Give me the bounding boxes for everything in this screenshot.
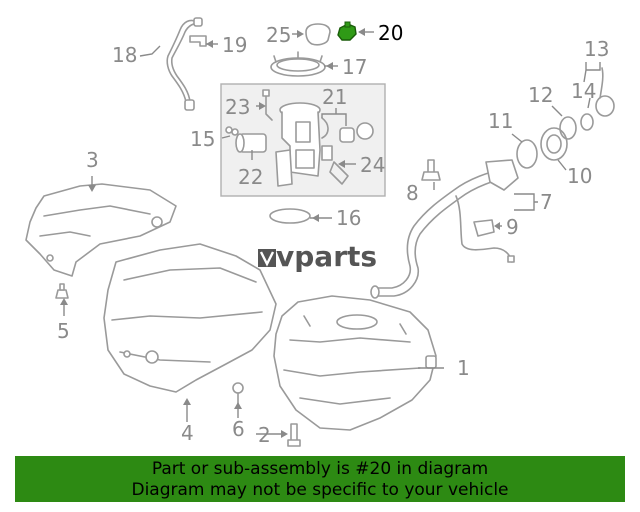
part-clip-5[interactable]: [55, 283, 69, 299]
part-bolt-2[interactable]: [287, 423, 301, 447]
part-vent-line[interactable]: [166, 17, 203, 111]
part-bracket-9[interactable]: [473, 219, 495, 237]
callout-13[interactable]: 13: [584, 37, 609, 61]
callout-2[interactable]: 2: [258, 423, 271, 447]
callout-7[interactable]: 7: [540, 190, 553, 214]
part-fuel-pump-module[interactable]: [275, 102, 321, 187]
banner-line-1: Part or sub-assembly is #20 in diagram: [151, 459, 489, 479]
part-clip-6[interactable]: [232, 382, 244, 405]
callout-20-highlighted[interactable]: 20: [378, 21, 403, 45]
callout-16[interactable]: 16: [336, 206, 361, 230]
vparts-logo-icon: [258, 249, 276, 267]
callout-23[interactable]: 23: [225, 95, 250, 119]
part-sender-24[interactable]: [321, 145, 349, 185]
part-bolt-8[interactable]: [421, 159, 441, 181]
part-pump-wire-23[interactable]: [262, 89, 273, 121]
callout-19[interactable]: 19: [222, 33, 247, 57]
part-lock-ring-17[interactable]: [270, 51, 326, 77]
callout-22[interactable]: 22: [238, 165, 263, 189]
callout-3[interactable]: 3: [86, 148, 99, 172]
callout-9[interactable]: 9: [506, 215, 519, 239]
vparts-watermark: vparts: [258, 240, 377, 273]
callout-18[interactable]: 18: [112, 43, 137, 67]
callout-1[interactable]: 1: [457, 356, 470, 380]
callout-11[interactable]: 11: [488, 109, 513, 133]
part-oring-14[interactable]: [580, 113, 594, 131]
callout-14[interactable]: 14: [571, 79, 596, 103]
info-banner: Part or sub-assembly is #20 in diagram D…: [15, 456, 625, 502]
watermark-text: vparts: [276, 240, 377, 273]
callout-4[interactable]: 4: [181, 421, 194, 445]
part-ring-11[interactable]: [516, 139, 538, 169]
callout-12[interactable]: 12: [528, 83, 553, 107]
callout-6[interactable]: 6: [232, 417, 245, 441]
part-cap-13[interactable]: [595, 67, 615, 117]
part-clip-19[interactable]: [189, 35, 207, 47]
part-pump-22[interactable]: [225, 126, 267, 153]
callout-8[interactable]: 8: [406, 181, 419, 205]
callout-24[interactable]: 24: [360, 153, 385, 177]
banner-line-2: Diagram may not be specific to your vehi…: [131, 480, 509, 500]
callout-17[interactable]: 17: [342, 55, 367, 79]
part-skid-plate-4[interactable]: [103, 243, 277, 393]
part-fuel-tank-1[interactable]: [273, 295, 437, 431]
callout-25[interactable]: 25: [266, 23, 291, 47]
part-seal-10[interactable]: [540, 127, 568, 161]
part-filter-21[interactable]: [321, 117, 374, 143]
callouts: 1 2 3 4 5 6 7 8 9 10 11 12 13 14 15 16 1…: [57, 21, 609, 447]
part-ring-12[interactable]: [559, 116, 577, 140]
leader-lines: [60, 28, 601, 438]
part-gasket-16[interactable]: [269, 208, 311, 224]
part-filler-pipe-7[interactable]: [370, 159, 519, 299]
part-20-highlighted[interactable]: [337, 21, 357, 41]
callout-5[interactable]: 5: [57, 319, 70, 343]
part-25-cap[interactable]: [305, 23, 331, 46]
callout-10[interactable]: 10: [567, 164, 592, 188]
callout-15[interactable]: 15: [190, 127, 215, 151]
callout-21[interactable]: 21: [322, 85, 347, 109]
